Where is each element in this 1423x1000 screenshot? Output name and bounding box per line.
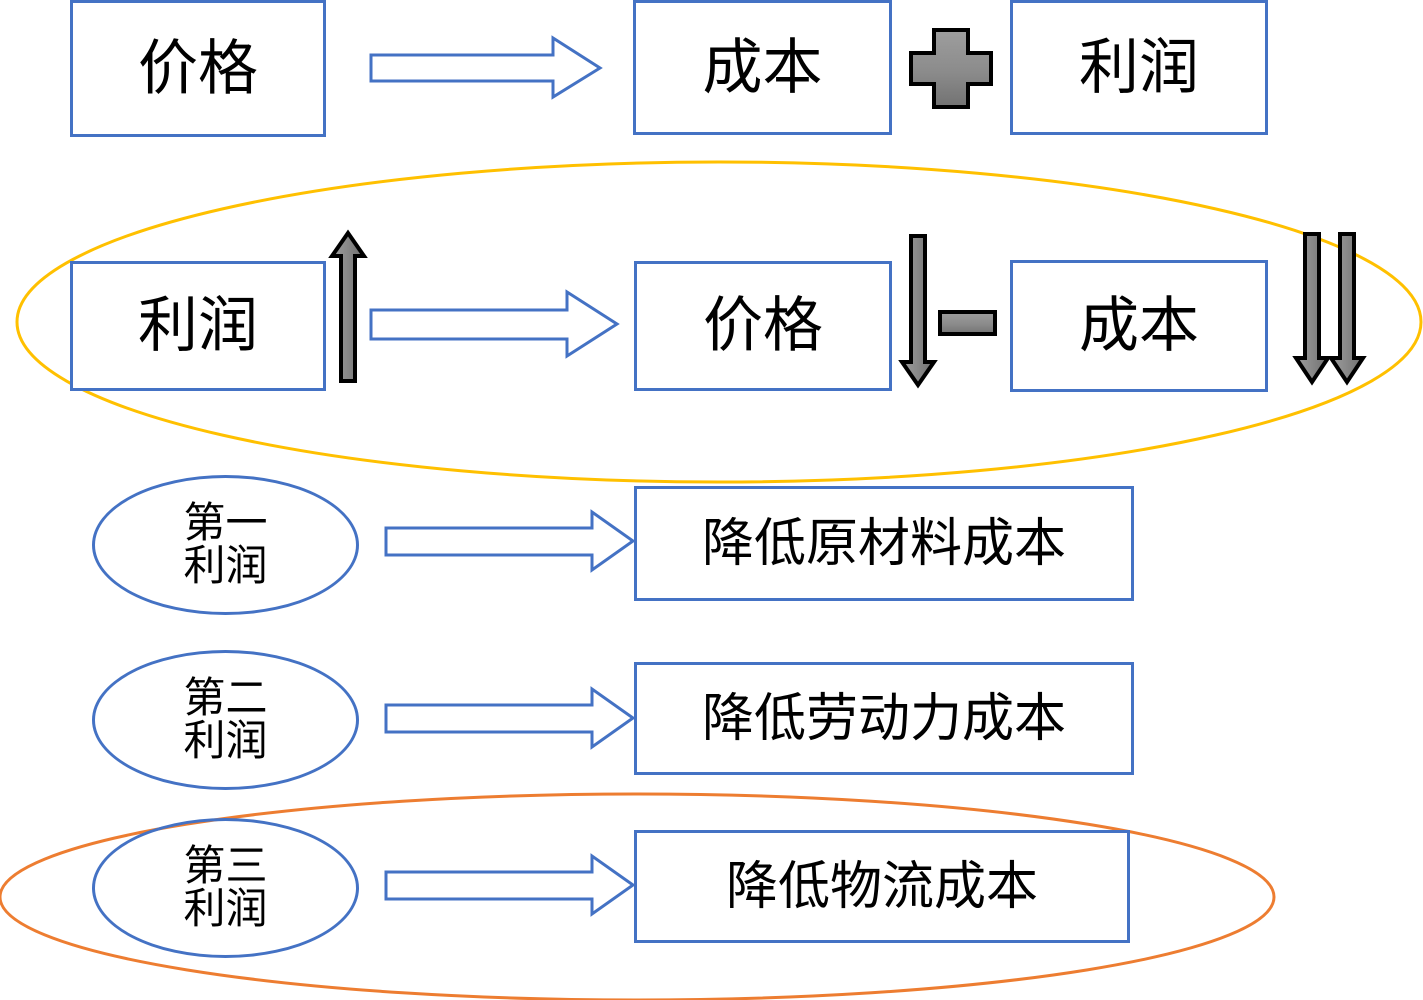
box-cost-row1[interactable]: 成本 [633,0,892,135]
box-profit-row2-label: 利润 [138,292,258,359]
ellipse-second-profit-line2: 利润 [183,717,268,764]
box-reduce-labor-cost[interactable]: 降低劳动力成本 [634,662,1134,775]
box-reduce-labor-cost-label: 降低劳动力成本 [701,689,1066,748]
ellipse-first-profit[interactable]: 第一 利润 [92,475,359,615]
ellipse-third-profit-line1: 第三 [183,842,268,890]
ellipse-first-profit-line1: 第一 [183,499,268,547]
box-reduce-logistics-cost[interactable]: 降低物流成本 [634,830,1130,943]
box-cost-row1-label: 成本 [702,33,823,101]
box-price-row1-label: 价格 [138,34,258,102]
trend-down-arrow-icon-a [1292,232,1332,386]
ellipse-third-profit[interactable]: 第三 利润 [92,818,359,958]
ellipse-third-profit-line2: 利润 [183,885,268,932]
ellipse-second-profit-line1: 第二 [183,674,268,722]
minus-operator-icon [938,310,997,336]
box-price-row1[interactable]: 价格 [70,0,326,137]
box-cost-row2[interactable]: 成本 [1010,260,1268,392]
box-price-row2-label: 价格 [703,292,823,359]
box-reduce-material-cost-label: 降低原材料成本 [701,514,1066,573]
ellipse-first-profit-line2: 利润 [183,542,268,589]
ellipse-second-profit[interactable]: 第二 利润 [92,650,359,790]
trend-down-arrow-icon [898,234,938,389]
trend-up-arrow-icon [328,229,368,383]
box-price-row2[interactable]: 价格 [634,261,892,391]
box-reduce-logistics-cost-label: 降低物流成本 [725,857,1038,916]
block-arrow-row2 [369,289,620,359]
box-cost-row2-label: 成本 [1079,292,1199,359]
box-profit-row1-label: 利润 [1079,33,1199,101]
block-arrow-row3 [384,509,636,573]
block-arrow-row5 [384,853,636,917]
plus-operator-icon [909,28,993,109]
block-arrow-row4 [384,686,636,750]
box-profit-row2[interactable]: 利润 [70,261,326,391]
box-profit-row1[interactable]: 利润 [1010,0,1268,135]
block-arrow-row1 [369,35,603,100]
box-reduce-material-cost[interactable]: 降低原材料成本 [634,486,1134,601]
trend-down-arrow-icon-b [1327,232,1367,386]
